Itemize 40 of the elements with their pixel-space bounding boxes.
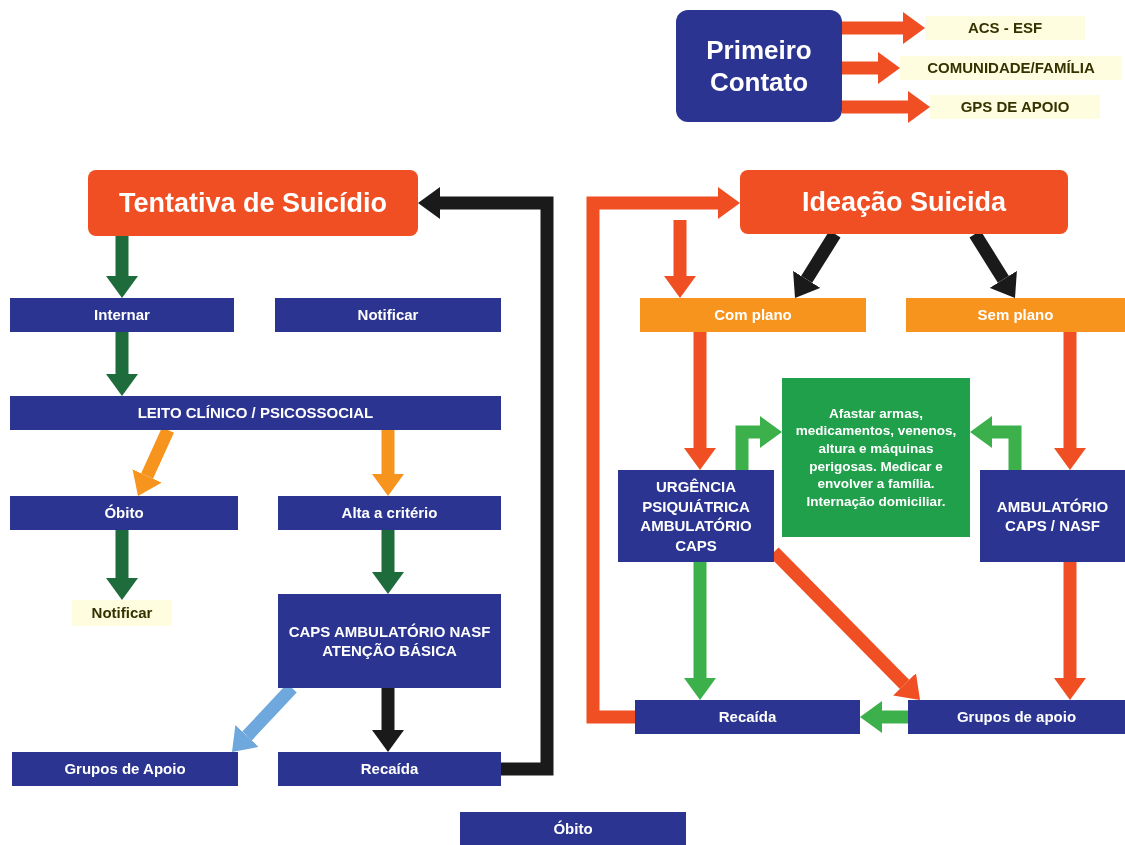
node-label: Notificar — [72, 600, 172, 626]
arrow — [372, 430, 404, 496]
process-box: Óbito — [10, 496, 238, 530]
process-box: URGÊNCIA PSIQUIÁTRICA AMBULATÓRIO CAPS — [618, 470, 774, 562]
process-box: Primeiro Contato — [676, 10, 842, 122]
arrow — [735, 416, 782, 470]
node-label: ACS - ESF — [925, 16, 1085, 40]
process-box: Recaída — [278, 752, 501, 786]
process-box: Sem plano — [906, 298, 1125, 332]
arrow — [664, 220, 696, 298]
process-box: Internar — [10, 298, 234, 332]
arrow — [372, 530, 404, 594]
process-box: Óbito — [460, 812, 686, 845]
process-box: Notificar — [275, 298, 501, 332]
arrow — [842, 91, 930, 123]
arrow — [684, 562, 716, 700]
process-box: Alta a critério — [278, 496, 501, 530]
arrow — [842, 12, 925, 44]
arrow — [1054, 332, 1086, 470]
process-box: CAPS AMBULATÓRIO NASF ATENÇÃO BÁSICA — [278, 594, 501, 688]
node-label: GPS DE APOIO — [930, 95, 1100, 119]
process-box: Grupos de apoio — [908, 700, 1125, 734]
arrow — [860, 701, 908, 733]
process-box: LEITO CLÍNICO / PSICOSSOCIAL — [10, 396, 501, 430]
arrow — [970, 416, 1022, 470]
arrow — [106, 332, 138, 396]
process-box: Grupos de Apoio — [12, 752, 238, 786]
note-box: Afastar armas, medicamentos, venenos, altura e máquinas perigosas. Medicar e envolver a família. Internação domiciliar. — [782, 378, 970, 537]
arrow — [106, 530, 138, 600]
process-box: Recaída — [635, 700, 860, 734]
process-box: Tentativa de Suicídio — [88, 170, 418, 236]
process-box: Ideação Suicida — [740, 170, 1068, 234]
arrow — [842, 52, 900, 84]
arrow — [372, 688, 404, 752]
process-box: AMBULATÓRIO CAPS / NASF — [980, 470, 1125, 562]
arrow — [684, 332, 716, 470]
arrow — [106, 236, 138, 298]
node-label: COMUNIDADE/FAMÍLIA — [900, 56, 1122, 80]
arrow — [1054, 562, 1086, 700]
process-box: Com plano — [640, 298, 866, 332]
